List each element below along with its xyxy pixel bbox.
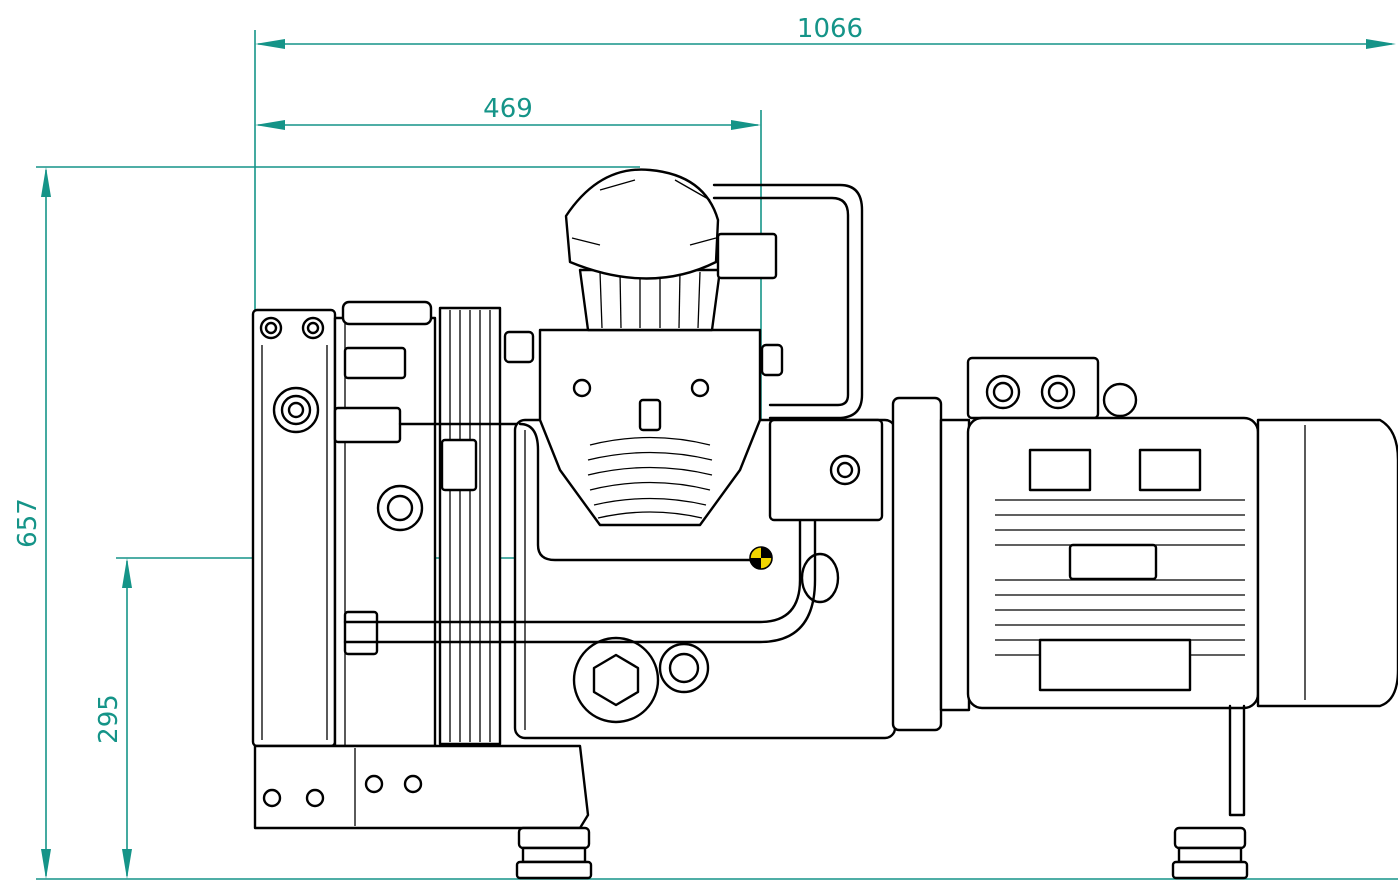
vibration-damper-right — [1171, 826, 1249, 880]
dimension-label-469: 469 — [483, 94, 533, 124]
dimension-label-295: 295 — [94, 694, 124, 744]
dimension-overall-height: 657 — [13, 166, 1398, 880]
motor-cooling-ribs — [995, 499, 1245, 656]
dimension-filler-offset: 469 — [255, 94, 762, 570]
pressure-piping — [343, 183, 864, 644]
fittings-left — [333, 346, 522, 656]
intake-filter — [564, 168, 778, 332]
dimension-label-1066: 1066 — [797, 14, 863, 44]
valve-block-right — [768, 418, 884, 522]
dimension-label-657: 657 — [13, 498, 43, 548]
left-frame-inner-panel — [333, 300, 437, 748]
centre-of-gravity-marker — [749, 546, 773, 570]
motor-flange — [891, 396, 971, 732]
base-frame — [253, 704, 1246, 830]
cooler-fins — [438, 306, 502, 746]
cylinder-block — [503, 328, 784, 527]
vibration-damper-left — [515, 826, 593, 880]
left-frame-panel — [251, 308, 337, 748]
electric-motor — [966, 356, 1398, 710]
